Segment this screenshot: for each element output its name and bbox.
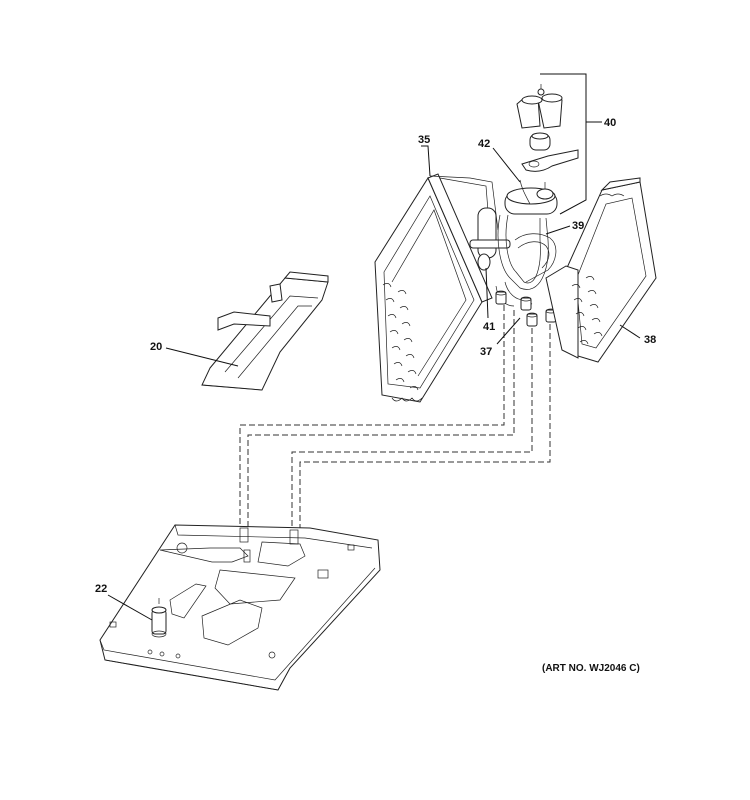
art-number: (ART NO. WJ2046 C) — [542, 663, 640, 674]
callout-35: 35 — [418, 134, 430, 146]
condenser-fin-slots — [571, 276, 603, 345]
connection-guide-lines — [239, 305, 551, 545]
callout-39: 39 — [572, 220, 584, 232]
leader-lines — [107, 73, 641, 621]
part-41-accumulator — [469, 207, 511, 271]
base-pan — [99, 524, 381, 691]
callout-20: 20 — [150, 341, 162, 353]
callout-38: 38 — [644, 334, 656, 346]
callout-22: 22 — [95, 583, 107, 595]
callout-42: 42 — [478, 138, 490, 150]
part-37-fittings — [495, 290, 557, 327]
part-38-condenser-coil — [545, 177, 657, 363]
callout-41: 41 — [483, 321, 495, 333]
callout-40: 40 — [604, 117, 616, 129]
callout-37: 37 — [480, 346, 492, 358]
part-20-drain-pan — [201, 271, 329, 391]
part-42-compressor — [504, 182, 558, 215]
evaporator-fin-slots — [382, 283, 419, 391]
part-22-component — [151, 598, 167, 638]
part-35-evaporator-coil — [374, 173, 499, 403]
part-40-mounting-kit — [516, 84, 579, 172]
callout-labels: 20 22 35 37 38 39 40 41 42 — [95, 117, 656, 595]
